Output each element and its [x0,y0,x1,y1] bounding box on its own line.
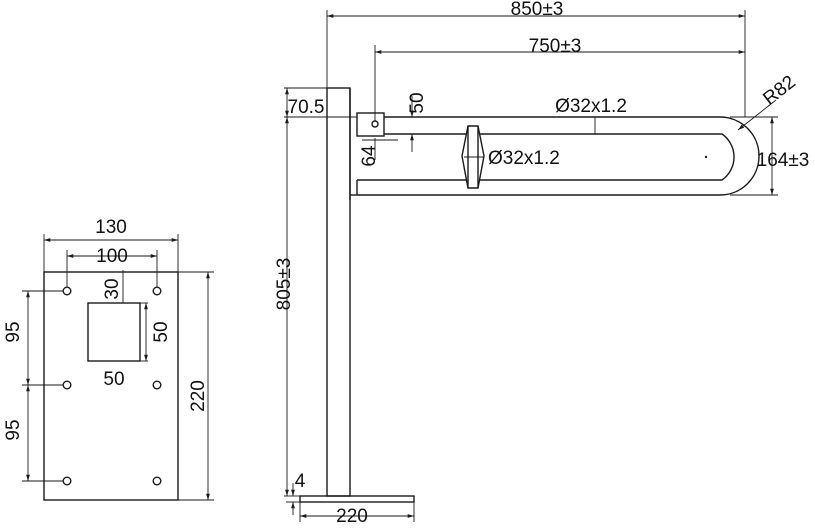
plate-cutout [87,302,141,362]
overall-length-label: 850±3 [511,0,564,20]
hole-spacing-y-upper-label: 95 [3,321,24,342]
hole-spacing-y-lower-label: 95 [3,419,24,440]
post [326,87,351,497]
cutout-height-label: 50 [151,321,172,342]
mounting-hole [62,380,72,390]
plate-height-label: 220 [188,380,209,412]
post-height-label: 805±3 [274,258,295,311]
mounting-hole [152,380,162,390]
base-thickness-label: 4 [295,471,306,492]
bracket-drop-label: 64 [359,145,380,167]
plate-width-label: 130 [95,217,127,238]
u-rail-outer [357,116,760,196]
u-rail-inner [357,133,735,181]
base-plate [299,495,415,503]
mounting-hole [62,476,72,486]
plate-dimensions: 130 100 30 50 50 95 95 220 [3,217,214,501]
cutout-width-label: 50 [103,369,124,390]
bend-radius-label: R82 [759,72,799,110]
base-width-label: 220 [336,506,368,527]
bracket-screw [371,120,379,128]
mounting-hole [152,286,162,296]
side-view-dimensions: 850±3 750±3 70.5 50 64 Ø32x1.2 Ø32x1.2 R… [274,0,809,527]
bend-center [704,155,708,159]
upper-tube-label: Ø32x1.2 [555,96,627,117]
mounting-hole [152,476,162,486]
bracket-offset-label: 70.5 [288,97,325,118]
lower-tube-label: Ø32x1.2 [488,148,560,169]
plate-outline [43,271,179,501]
cutout-top-offset-label: 30 [102,278,123,299]
rail-length-label: 750±3 [529,36,582,57]
bracket [356,112,385,137]
rail-offset-label: 50 [407,92,428,113]
hole-spacing-x-label: 100 [96,246,128,267]
mounting-hole [62,286,72,296]
rail-height-label: 164±3 [757,150,810,171]
mounting-plate [43,271,179,501]
